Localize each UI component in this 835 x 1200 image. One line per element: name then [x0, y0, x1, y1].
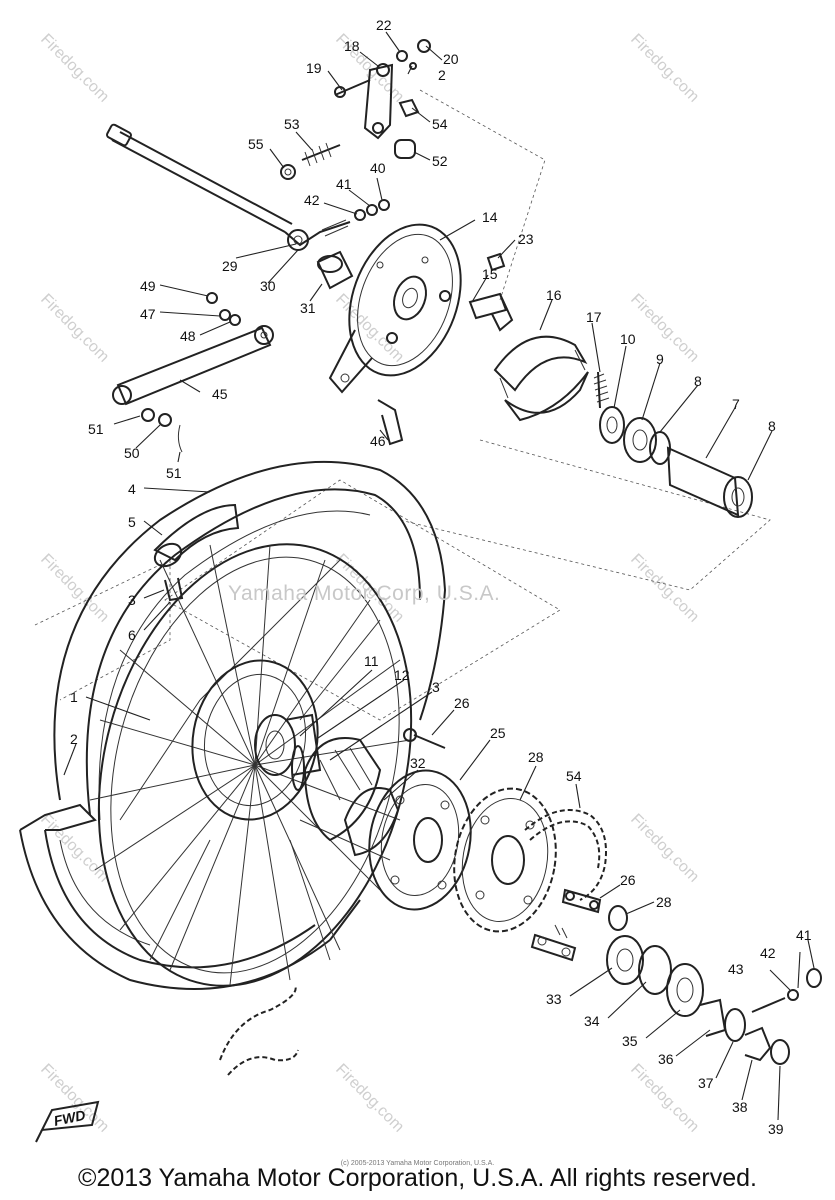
brake-shoes	[493, 335, 589, 422]
part-label-12: 12	[394, 667, 410, 683]
part-number-labels: 22 20 18 2 19 53 54 55 52 40 41 42 14 23…	[70, 17, 812, 1137]
part-label-43: 45	[212, 386, 228, 402]
watermark-11: Firedog.com	[627, 811, 702, 886]
part-label-5: 5	[128, 514, 136, 530]
part-label-26: 26	[454, 695, 470, 711]
part-label-34: 34	[584, 1013, 600, 1029]
return-spring	[593, 371, 610, 409]
part-label-2-left: 2	[70, 731, 78, 747]
watermark-14: Firedog.com	[627, 1061, 702, 1136]
part-label-49: 51	[88, 421, 104, 437]
part-label-7: 7	[732, 396, 740, 412]
part-label-50: 51	[166, 465, 182, 481]
tension-bar	[112, 292, 404, 453]
part-label-25: 26	[620, 872, 636, 888]
axle-hardware	[606, 905, 822, 1065]
part-label-46: 48	[180, 328, 196, 344]
watermark-7: Firedog.com	[37, 551, 112, 626]
part-label-16: 16	[546, 287, 562, 303]
reference-box-left	[34, 559, 171, 701]
leader-lines	[63, 31, 815, 1121]
part-label-15: 15	[482, 266, 498, 282]
part-label-1: 1	[70, 689, 78, 705]
reference-box-axle-line	[419, 89, 546, 301]
part-label-52: 53	[284, 116, 300, 132]
part-label-22: 22	[376, 17, 392, 33]
part-label-29: 29	[222, 258, 238, 274]
part-label-55: 55	[248, 136, 264, 152]
part-label-36: 36	[658, 1051, 674, 1067]
small-caption: (c) 2005-2013 Yamaha Motor Corporation, …	[340, 1160, 495, 1167]
part-label-20: 20	[443, 51, 459, 67]
brake-torque-rod	[106, 123, 390, 251]
watermark-9: Firedog.com	[627, 551, 702, 626]
part-label-32: 32	[410, 755, 426, 771]
part-label-6: 6	[128, 627, 136, 643]
part-label-3-left: 3	[128, 592, 136, 608]
part-label-51: 52	[432, 153, 448, 169]
hub-bearing-set	[599, 406, 753, 518]
part-label-42-top: 42	[304, 192, 320, 208]
watermark-3: Firedog.com	[627, 31, 702, 106]
copyright-notice: ©2013 Yamaha Motor Corporation, U.S.A. A…	[78, 1164, 757, 1192]
part-label-27: 28	[656, 894, 672, 910]
part-label-37: 37	[698, 1075, 714, 1091]
part-label-19: 19	[306, 60, 322, 76]
part-label-30: 30	[260, 278, 276, 294]
part-label-8-upper: 8	[694, 373, 702, 389]
reference-box-bearings	[399, 439, 771, 591]
part-label-14: 14	[482, 209, 498, 225]
rear-tire	[19, 460, 447, 990]
part-label-40-top: 40	[370, 160, 386, 176]
part-label-47: 49	[140, 278, 156, 294]
part-label-53: 54	[432, 116, 448, 132]
part-label-35: 35	[622, 1033, 638, 1049]
watermark-13: Firedog.com	[332, 1061, 407, 1136]
brake-rod-linkage	[280, 39, 431, 180]
part-label-33: 33	[546, 991, 562, 1007]
part-label-28: 28	[528, 749, 544, 765]
part-label-11: 11	[364, 653, 379, 669]
part-label-48: 50	[124, 445, 140, 461]
part-label-17: 17	[586, 309, 602, 325]
clutch-damper	[304, 728, 446, 857]
part-label-40-right: 41	[796, 927, 812, 943]
inner-tube	[153, 503, 240, 602]
part-label-38: 38	[732, 1099, 748, 1115]
brake-shoe-plate	[328, 223, 462, 394]
watermark-4: Firedog.com	[37, 291, 112, 366]
part-label-44: 46	[370, 433, 386, 449]
part-label-8-lower: 8	[768, 418, 776, 434]
part-label-42-right: 43	[728, 961, 744, 977]
part-label-23: 23	[518, 231, 534, 247]
part-label-41-top: 41	[336, 176, 352, 192]
part-label-9: 9	[656, 351, 664, 367]
part-label-4: 4	[128, 481, 136, 497]
rear-sprocket	[453, 787, 557, 933]
part-label-10: 10	[620, 331, 636, 347]
part-label-54: 54	[566, 768, 582, 784]
part-label-18: 18	[344, 38, 360, 54]
spokes	[89, 544, 411, 986]
watermark-6: Firedog.com	[627, 291, 702, 366]
watermark-1: Firedog.com	[37, 31, 112, 106]
part-label-3-center: 3	[432, 679, 440, 695]
center-watermark: Yamaha Motor Corp, U.S.A.	[228, 582, 501, 605]
part-label-31: 31	[300, 300, 316, 316]
part-label-24: 25	[490, 725, 506, 741]
brake-cam-shaft	[468, 252, 514, 332]
part-label-41-right: 42	[760, 945, 776, 961]
forward-direction-marker: FWD	[35, 1100, 100, 1143]
wheel-assembly	[89, 543, 413, 987]
drive-chain	[219, 809, 607, 1076]
part-label-2-top: 2	[438, 67, 446, 83]
watermark-5: Firedog.com	[332, 291, 407, 366]
collar-31	[316, 250, 354, 290]
part-label-45: 47	[140, 306, 156, 322]
sprocket-carrier	[368, 769, 472, 911]
fwd-label: FWD	[52, 1107, 87, 1129]
chain-master-link	[530, 888, 602, 962]
part-label-39: 39	[768, 1121, 784, 1137]
